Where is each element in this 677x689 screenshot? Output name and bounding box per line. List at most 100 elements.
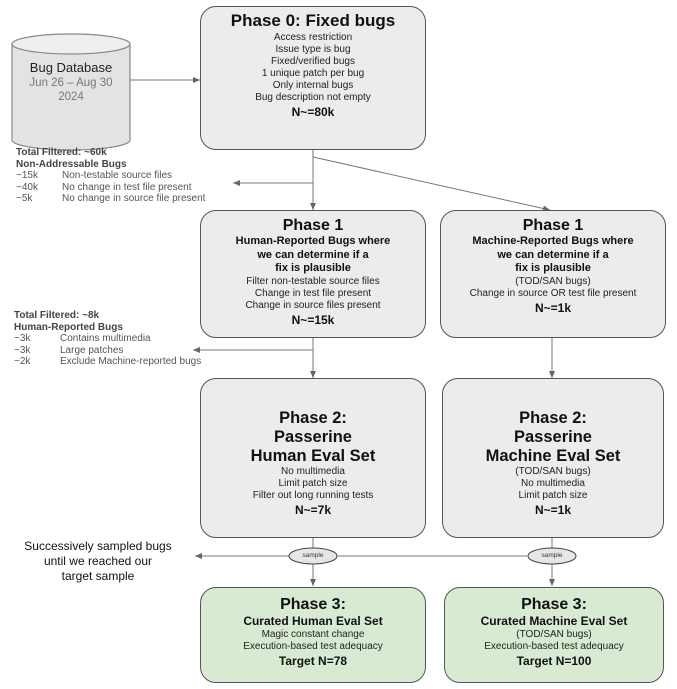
phase2-human-title: Phase 2: Passerine Human Eval Set [201, 409, 425, 466]
filter1-total: Total Filtered: ~8k [14, 310, 100, 321]
filter-label: Non-testable source files [62, 170, 173, 181]
title-line: Passerine [514, 428, 592, 446]
phase3-machine-subtitle: Curated Machine Eval Set [480, 614, 628, 628]
phase2-machine-criteria: (TOD/SAN bugs) No multimedia Limit patch… [443, 466, 663, 502]
title-line: Phase 2: [279, 409, 347, 427]
phase0-box: Phase 0: Fixed bugs Access restriction I… [200, 6, 426, 150]
phase1-machine-box: Phase 1 Machine-Reported Bugs where we c… [440, 210, 666, 338]
criterion: Filter out long running tests [252, 490, 374, 501]
criterion: (TOD/SAN bugs) [515, 275, 591, 287]
criterion: Execution-based test adequacy [484, 641, 624, 652]
filter0-row: ~15k Non-testable source files [16, 170, 205, 182]
filter0-row: ~40k No change in test file present [16, 182, 205, 194]
criterion: Change in source OR test file present [469, 287, 637, 299]
criterion: Limit patch size [518, 490, 588, 501]
filter-label: No change in test file present [62, 181, 192, 193]
filter-count: ~15k [16, 170, 38, 181]
filter1-summary: Total Filtered: ~8k Human-Reported Bugs … [14, 310, 201, 368]
phase0-criterion: Issue type is bug [275, 44, 351, 55]
note-line: target sample [61, 569, 135, 583]
sample-label-machine: sample [541, 552, 563, 559]
subtitle-line: we can determine if a [497, 248, 609, 261]
phase3-human-title: Phase 3: [280, 596, 346, 613]
phase3-machine-target: Target N=100 [516, 654, 592, 668]
filter-label: No change in source file present [62, 193, 206, 204]
criterion: No multimedia [521, 478, 585, 489]
phase0-title: Phase 0: Fixed bugs [230, 11, 396, 30]
phase2-human-count: N~=7k [294, 503, 332, 517]
phase1-human-criteria: Filter non-testable source files Change … [201, 276, 425, 312]
criterion: (TOD/SAN bugs) [516, 629, 592, 640]
note-line: Successively sampled bugs [24, 539, 172, 553]
criterion: Magic constant change [261, 629, 365, 640]
phase1-machine-subtitle: Machine-Reported Bugs where we can deter… [441, 235, 665, 276]
filter-label: Contains multimedia [60, 333, 151, 344]
database-cylinder-icon [11, 33, 131, 151]
sample-node-human [288, 547, 338, 565]
phase2-machine-title: Phase 2: Passerine Machine Eval Set [443, 409, 663, 466]
phase3-human-box: Phase 3: Curated Human Eval Set Magic co… [200, 587, 426, 683]
filter-count: ~3k [14, 333, 31, 344]
title-line: Passerine [274, 428, 352, 446]
note-line: until we reached our [43, 554, 153, 568]
phase0-criterion: Only internal bugs [272, 80, 354, 91]
phase0-criterion: 1 unique patch per bug [261, 68, 365, 79]
phase0-criteria: Access restriction Issue type is bug Fix… [201, 32, 425, 104]
filter-count: ~3k [14, 344, 31, 356]
criterion: No multimedia [281, 466, 345, 477]
database-title: Bug Database [29, 60, 113, 75]
filter-count: ~40k [16, 181, 38, 193]
sampling-note: Successively sampled bugs until we reach… [8, 539, 188, 584]
filter0-row: ~5k No change in source file present [16, 193, 205, 205]
title-line: Machine Eval Set [485, 447, 621, 465]
criterion: Execution-based test adequacy [243, 641, 383, 652]
criterion: Change in source files present [245, 299, 381, 311]
filter0-summary: Total Filtered: ~60k Non-Addressable Bug… [16, 147, 205, 205]
arrow-phase0-to-phase1-machine [312, 156, 551, 212]
phase1-machine-count: N~=1k [534, 300, 572, 315]
phase3-machine-criteria: (TOD/SAN bugs) Execution-based test adeq… [445, 629, 663, 653]
bug-database: Bug Database Jun 26 – Aug 30 2024 [12, 60, 130, 104]
filter1-heading: Human-Reported Bugs [14, 321, 123, 333]
criterion: Change in test file present [254, 287, 372, 299]
title-line: Phase 2: [519, 409, 587, 427]
phase0-criterion: Access restriction [273, 32, 353, 43]
phase1-human-subtitle: Human-Reported Bugs where we can determi… [201, 235, 425, 276]
phase1-human-count: N~=15k [291, 312, 335, 327]
subtitle-line: we can determine if a [257, 248, 369, 261]
criterion: (TOD/SAN bugs) [515, 466, 591, 477]
phase2-human-box: Phase 2: Passerine Human Eval Set No mul… [200, 378, 426, 538]
filter-label: Large patches [60, 344, 124, 356]
phase1-human-box: Phase 1 Human-Reported Bugs where we can… [200, 210, 426, 338]
sample-node-machine [527, 547, 577, 565]
subtitle-line: Machine-Reported Bugs where [472, 235, 634, 247]
phase1-machine-title: Phase 1 [522, 217, 584, 234]
phase3-machine-title: Phase 3: [521, 596, 587, 613]
filter0-heading: Non-Addressable Bugs [16, 158, 127, 170]
filter-count: ~5k [16, 193, 33, 204]
filter0-total: Total Filtered: ~60k [16, 147, 107, 158]
phase2-machine-count: N~=1k [534, 503, 572, 517]
database-year: 2024 [58, 91, 84, 103]
phase0-criterion: Bug description not empty [255, 92, 371, 103]
title-line: Human Eval Set [250, 447, 376, 465]
criterion: Filter non-testable source files [246, 275, 380, 287]
subtitle-line: fix is plausible [515, 262, 591, 274]
filter1-row: ~3k Large patches [14, 345, 201, 357]
subtitle-line: fix is plausible [275, 262, 351, 274]
phase3-human-subtitle: Curated Human Eval Set [243, 614, 383, 628]
phase3-machine-box: Phase 3: Curated Machine Eval Set (TOD/S… [444, 587, 664, 683]
subtitle-line: Human-Reported Bugs where [235, 235, 391, 247]
criterion: Limit patch size [278, 478, 348, 489]
phase0-count: N~=80k [291, 105, 335, 119]
phase0-criterion: Fixed/verified bugs [271, 56, 355, 67]
sample-label-human: sample [302, 552, 324, 559]
phase2-machine-box: Phase 2: Passerine Machine Eval Set (TOD… [442, 378, 664, 538]
phase1-machine-criteria: (TOD/SAN bugs) Change in source OR test … [441, 276, 665, 300]
phase3-human-target: Target N=78 [278, 654, 348, 668]
filter-count: ~2k [14, 356, 31, 367]
phase2-human-criteria: No multimedia Limit patch size Filter ou… [201, 466, 425, 502]
phase1-human-title: Phase 1 [282, 217, 344, 234]
